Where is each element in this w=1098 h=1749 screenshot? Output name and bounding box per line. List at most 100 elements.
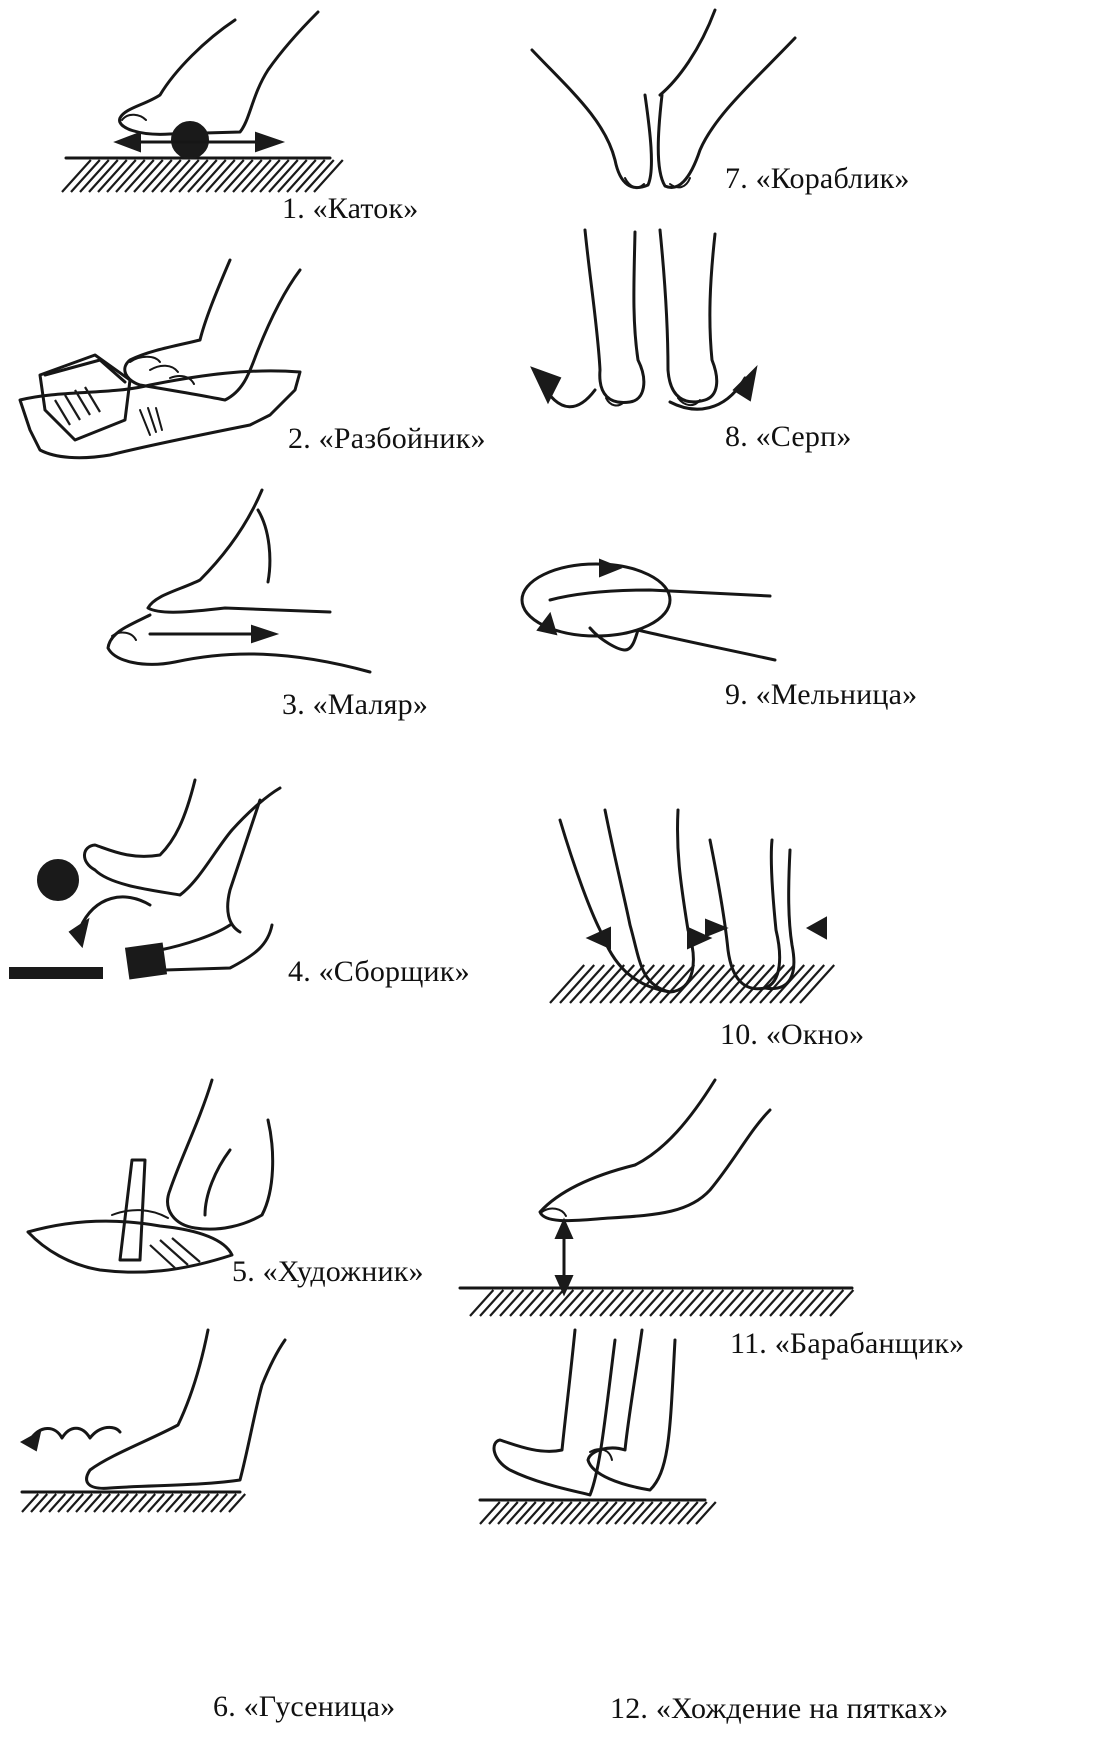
exercise-11-illustration: 11. «Барабанщик»: [460, 1080, 1098, 1380]
ground-hatch-line: [580, 965, 614, 1003]
exercise-2-name: «Разбойник»: [319, 422, 486, 455]
exercise-3-caption: 3. «Маляр»: [282, 688, 428, 722]
ground-hatch-line: [157, 1494, 173, 1512]
ground-hatch-line: [690, 1290, 713, 1316]
exercise-12-name: «Хождение на пятках»: [656, 1692, 949, 1725]
exercise-9-illustration: 9. «Мельница»: [520, 480, 1098, 760]
ground-hatch-line: [660, 1502, 680, 1524]
exercise-10-number: 10.: [720, 1018, 758, 1051]
exercise-9-name: «Мельница»: [756, 678, 918, 711]
ground-hatch-line: [202, 1494, 218, 1512]
ground-hatch-line: [740, 1290, 763, 1316]
ground-hatch-line: [790, 965, 824, 1003]
ground-hatch-line: [780, 1290, 803, 1316]
ground-hatch-line: [85, 1494, 101, 1512]
ground-hatch-line: [570, 965, 604, 1003]
exercise-10-name: «Окно»: [766, 1018, 865, 1051]
ground-hatch-line: [525, 1502, 545, 1524]
exercise-3-number: 3.: [282, 688, 305, 721]
ground-hatch-line: [570, 1502, 590, 1524]
exercise-11-number: 11.: [730, 1327, 767, 1360]
ground-hatch-line: [760, 1290, 783, 1316]
exercise-6-caption: 6. «Гусеница»: [213, 1690, 395, 1724]
exercise-7-caption: 7. «Кораблик»: [725, 162, 910, 196]
ground-hatch-line: [730, 1290, 753, 1316]
exercise-11-name: «Барабанщик»: [775, 1327, 965, 1360]
exercise-1-name: «Каток»: [313, 192, 419, 225]
exercise-8-illustration: 8. «Серп»: [520, 220, 1098, 480]
ground-hatch-line: [184, 1494, 200, 1512]
ground-hatch-line: [490, 1290, 513, 1316]
exercise-2-illustration: 2. «Разбойник»: [0, 250, 520, 490]
ground-hatch-line: [678, 1502, 698, 1524]
ground-hatch-line: [700, 1290, 723, 1316]
ground-hatch-line: [516, 1502, 536, 1524]
exercise-4-caption: 4. «Сборщик»: [288, 955, 470, 989]
ground-hatch-line: [669, 1502, 689, 1524]
ground-hatch-line: [680, 1290, 703, 1316]
exercise-8-name: «Серп»: [756, 420, 852, 453]
ground-hatch-line: [552, 1502, 572, 1524]
exercise-6-name: «Гусеница»: [244, 1690, 396, 1723]
ground-hatch-line: [750, 1290, 773, 1316]
exercise-10-caption: 10. «Окно»: [720, 1018, 864, 1052]
ground-hatch-line: [550, 1290, 573, 1316]
exercise-9-number: 9.: [725, 678, 748, 711]
ground-hatch-line: [560, 965, 594, 1003]
exercise-7-name: «Кораблик»: [756, 162, 910, 195]
ground-hatch-line: [31, 1494, 47, 1512]
ground-hatch-line: [193, 1494, 209, 1512]
ground-hatch-line: [220, 1494, 236, 1512]
exercise-4-name: «Сборщик»: [319, 955, 470, 988]
ground-hatch-line: [597, 1502, 617, 1524]
ground-hatch-line: [588, 1502, 608, 1524]
exercise-10-illustration: 10. «Окно»: [520, 760, 1098, 1080]
ground-hatch-line: [640, 1290, 663, 1316]
ground-hatch-line: [650, 1290, 673, 1316]
ground-hatch-line: [720, 1290, 743, 1316]
ground-hatch-line: [480, 1290, 503, 1316]
ground-hatch-line: [820, 1290, 843, 1316]
ground-hatch-line: [651, 1502, 671, 1524]
exercise-1-caption: 1. «Каток»: [282, 192, 418, 226]
exercise-4-illustration: 4. «Сборщик»: [0, 750, 520, 1050]
exercise-5-caption: 5. «Художник»: [232, 1255, 424, 1289]
ground-hatch-line: [49, 1494, 65, 1512]
ground-hatch-line: [570, 1290, 593, 1316]
ground-hatch-line: [770, 1290, 793, 1316]
ground-hatch-line: [540, 1290, 563, 1316]
ground-hatch-line: [520, 1290, 543, 1316]
ground-hatch-line: [610, 1290, 633, 1316]
ground-hatch-line: [112, 1494, 128, 1512]
ground-hatch-line: [615, 1502, 635, 1524]
ground-hatch-line: [600, 1290, 623, 1316]
ground-hatch-line: [800, 1290, 823, 1316]
exercise-4-number: 4.: [288, 955, 311, 988]
exercise-5-name: «Художник»: [263, 1255, 424, 1288]
ground-hatch-line: [730, 965, 764, 1003]
exercise-12-illustration: 12. «Хождение на пятках»: [470, 1380, 1098, 1749]
ground-hatch-line: [670, 1290, 693, 1316]
ground-hatch-line: [790, 1290, 813, 1316]
ground-hatch-line: [710, 1290, 733, 1316]
exercise-9-caption: 9. «Мельница»: [725, 678, 917, 712]
ground-hatch-line: [489, 1502, 509, 1524]
ground-hatch-line: [139, 1494, 155, 1512]
ground-hatch-line: [130, 1494, 146, 1512]
ground-hatch-line: [94, 1494, 110, 1512]
ground-hatch-line: [561, 1502, 581, 1524]
exercise-8-caption: 8. «Серп»: [725, 420, 852, 454]
ground-hatch-line: [800, 965, 834, 1003]
exercise-6-illustration: 6. «Гусеница»: [0, 1330, 520, 1749]
exercise-5-number: 5.: [232, 1255, 255, 1288]
exercise-2-caption: 2. «Разбойник»: [288, 422, 486, 456]
ground-hatch-line: [633, 1502, 653, 1524]
ground-hatch-line: [480, 1502, 500, 1524]
ground-hatch-line: [229, 1494, 245, 1512]
ground-hatch-line: [22, 1494, 38, 1512]
ground-hatch-line: [550, 965, 584, 1003]
ground-hatch-line: [720, 965, 754, 1003]
ground-hatch-line: [579, 1502, 599, 1524]
ground-hatch-line: [67, 1494, 83, 1512]
ground-hatch-line: [510, 1290, 533, 1316]
